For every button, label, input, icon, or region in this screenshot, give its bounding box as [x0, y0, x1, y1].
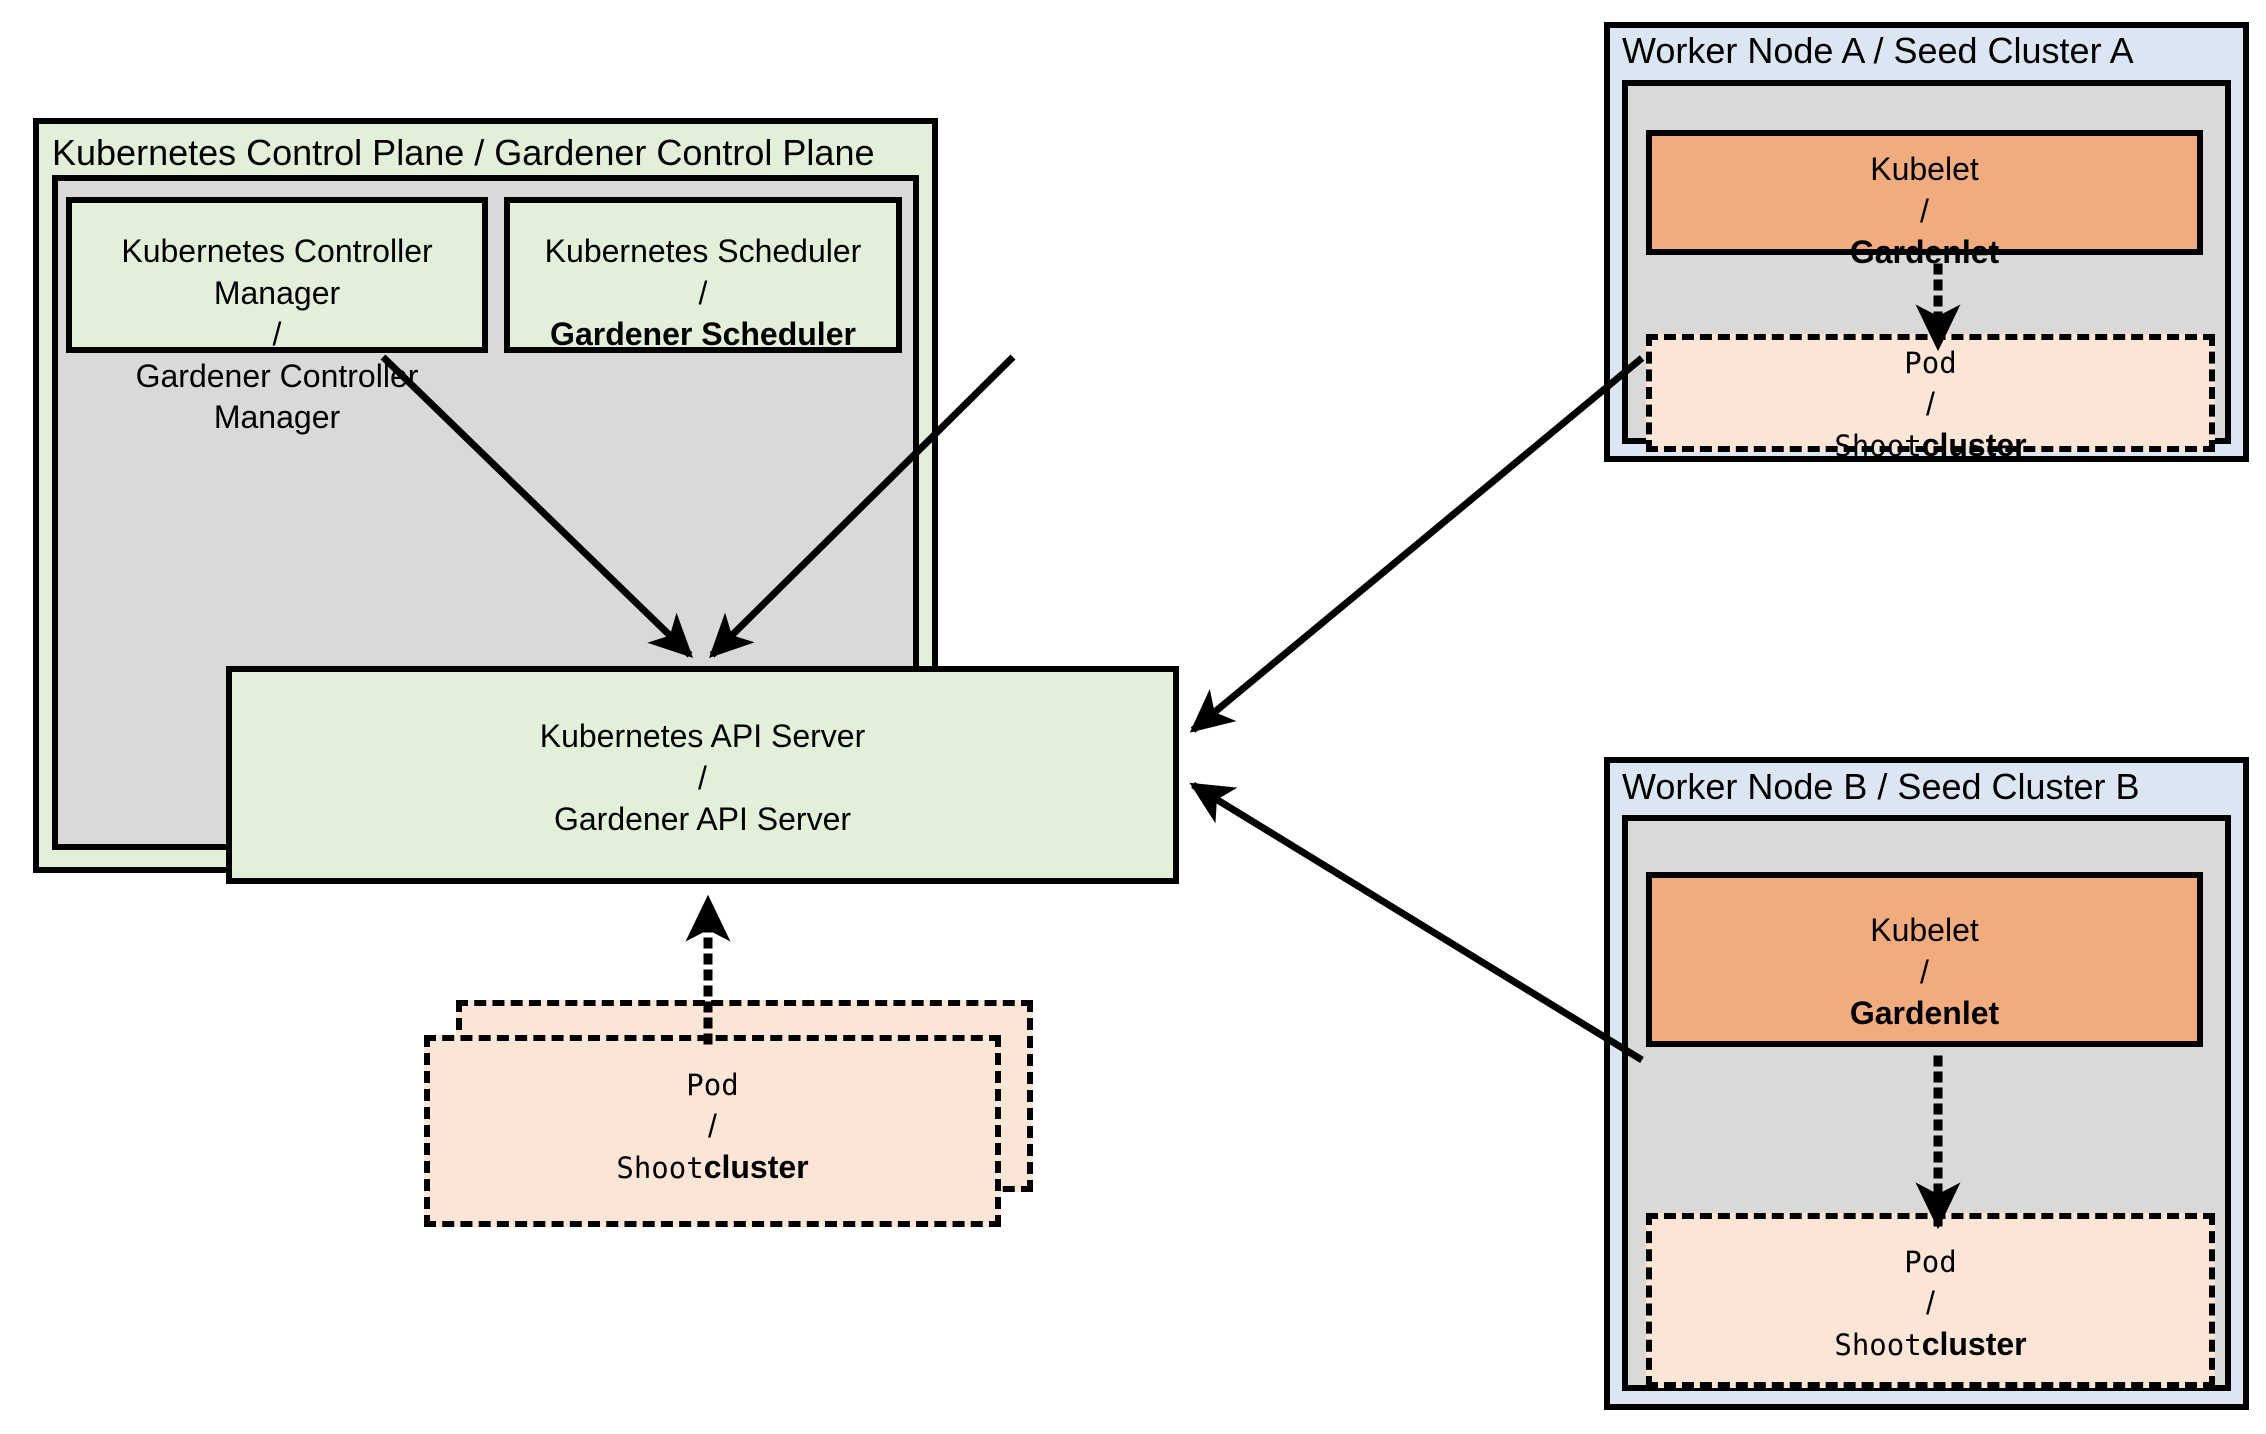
api-server-line2: Gardener API Server [553, 801, 852, 838]
controller-manager-label: Kubernetes Controller Manager / Gardener… [72, 231, 482, 439]
worker-node-b-pod-cluster: cluster [1921, 1326, 2027, 1363]
control-plane-pod-cluster: cluster [703, 1149, 809, 1186]
scheduler-box[interactable]: Kubernetes Scheduler / Gardener Schedule… [504, 197, 902, 353]
worker-node-a-pod-cluster: cluster [1921, 427, 2027, 464]
control-plane-title: Kubernetes Control Plane / Gardener Cont… [52, 132, 875, 173]
api-server-box[interactable]: Kubernetes API Server / Gardener API Ser… [226, 666, 1179, 884]
worker-node-b-pod-line1: Pod [1904, 1245, 1957, 1279]
worker-node-a-agent-box[interactable]: Kubelet / Gardenlet [1646, 130, 2203, 270]
worker-node-b-agent-line2: Gardenlet [1849, 995, 2000, 1032]
worker-node-b-pod-label: Pod / Shootcluster [1652, 1241, 2209, 1366]
worker-node-a-pod-shoot: Shoot [1834, 429, 1922, 464]
worker-node-b-agent-label: Kubelet / Gardenlet [1652, 910, 2197, 1035]
worker-node-a-agent-label: Kubelet / Gardenlet [1652, 149, 2197, 274]
worker-node-b-agent-separator: / [1920, 953, 1929, 990]
controller-manager-box[interactable]: Kubernetes Controller Manager / Gardener… [66, 197, 488, 435]
scheduler-line2: Gardener Scheduler [550, 316, 856, 353]
worker-node-b-pod-shoot: Shoot [1834, 1328, 1922, 1363]
control-plane-pod-line2: Shootcluster [616, 1149, 808, 1185]
worker-node-b-agent-line1: Kubelet [1870, 912, 1979, 948]
scheduler-line1: Kubernetes Scheduler [544, 233, 862, 269]
worker-node-a-agent-line1: Kubelet [1870, 151, 1979, 187]
controller-manager-line1: Kubernetes Controller Manager [121, 233, 433, 311]
scheduler-separator: / [698, 274, 708, 311]
control-plane-pod-label: Pod / Shootcluster [430, 1064, 995, 1189]
arrow-gardenlet-a-to-api-server [1189, 355, 1645, 733]
controller-manager-separator: / [272, 316, 282, 353]
api-server-label: Kubernetes API Server / Gardener API Ser… [232, 716, 1173, 841]
worker-node-b-agent-box[interactable]: Kubelet / Gardenlet [1646, 872, 2203, 1047]
worker-node-a-title: Worker Node A / Seed Cluster A [1622, 30, 2134, 71]
control-plane-pod-shoot: Shoot [616, 1151, 704, 1186]
worker-node-a-pod-separator: / [1926, 385, 1935, 422]
worker-node-b-title: Worker Node B / Seed Cluster B [1622, 766, 2140, 807]
worker-node-a-pod-line1: Pod [1904, 346, 1957, 380]
controller-manager-line2: Gardener Controller Manager [135, 357, 419, 436]
control-plane-pod-box[interactable]: Pod / Shootcluster [424, 1035, 1001, 1227]
api-server-line1: Kubernetes API Server [539, 718, 866, 754]
worker-node-b-pod-separator: / [1926, 1284, 1935, 1321]
worker-node-a-pod-label: Pod / Shootcluster [1652, 342, 2209, 467]
worker-node-a-pod-line2: Shootcluster [1834, 427, 2026, 463]
worker-node-a-pod-box[interactable]: Pod / Shootcluster [1646, 334, 2215, 463]
control-plane-pod-separator: / [708, 1107, 717, 1144]
worker-node-a-agent-line2: Gardenlet [1849, 234, 2000, 271]
api-server-separator: / [698, 759, 707, 796]
control-plane-pod-line1: Pod [686, 1068, 739, 1102]
worker-node-b-pod-box[interactable]: Pod / Shootcluster [1646, 1213, 2215, 1388]
arrow-gardenlet-b-to-api-server [1189, 782, 1644, 1063]
worker-node-a-agent-separator: / [1920, 192, 1929, 229]
scheduler-label: Kubernetes Scheduler / Gardener Schedule… [510, 231, 896, 356]
worker-node-b-pod-line2: Shootcluster [1834, 1326, 2026, 1362]
